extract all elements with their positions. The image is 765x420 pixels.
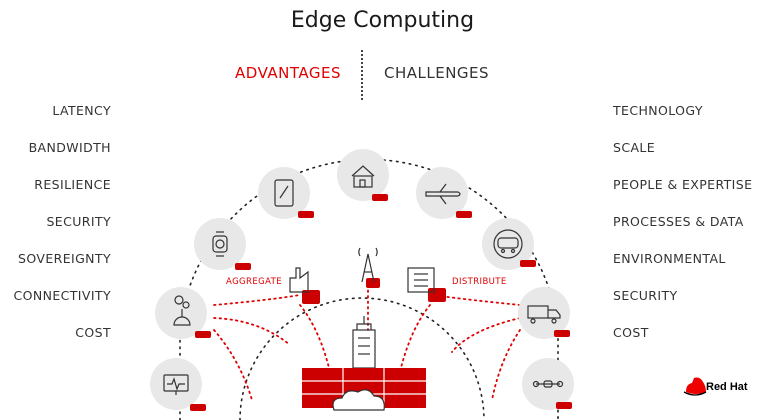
- circle-truck: [518, 287, 570, 339]
- page-title: Edge Computing: [290, 8, 475, 33]
- advantage-item: LATENCY: [52, 103, 111, 118]
- challenge-item: ENVIRONMENTAL: [613, 251, 726, 266]
- advantage-item: COST: [75, 325, 111, 340]
- tablet-icon: [274, 179, 294, 207]
- aggregate-flow: [213, 294, 331, 401]
- challenge-item: TECHNOLOGY: [613, 103, 703, 118]
- server-chip: [190, 404, 206, 411]
- advantage-item: SOVEREIGNTY: [18, 251, 111, 266]
- advantage-item: SECURITY: [46, 214, 111, 229]
- challenge-item: PEOPLE & EXPERTISE: [613, 177, 753, 192]
- challenge-item: COST: [613, 325, 649, 340]
- building-icon: [407, 267, 435, 293]
- train-icon: [493, 229, 523, 259]
- distribute-flow: [399, 295, 521, 401]
- server-chip: [195, 331, 211, 338]
- server-chip: [302, 290, 320, 304]
- challenges-list: TECHNOLOGY SCALE PEOPLE & EXPERTISE PROC…: [613, 104, 752, 363]
- server-chip: [556, 402, 572, 409]
- watch-icon: [212, 231, 228, 257]
- challenge-item: SCALE: [613, 140, 656, 155]
- server-chip: [372, 194, 388, 201]
- advantage-item: CONNECTIVITY: [13, 288, 111, 303]
- red-hat-logo-icon: [683, 377, 707, 396]
- aggregate-label: AGGREGATE: [226, 277, 283, 287]
- truck-icon: [527, 305, 561, 324]
- datacenter-tower-icon: [352, 316, 376, 369]
- distribute-label: DISTRIBUTE: [452, 277, 507, 287]
- server-chip: [235, 263, 251, 270]
- gears-icon: [173, 295, 191, 326]
- cloud-icon: [332, 389, 385, 411]
- challenges-header: CHALLENGES: [384, 64, 490, 82]
- challenge-item: SECURITY: [613, 288, 678, 303]
- circle-house: [337, 149, 389, 201]
- header-divider: [361, 50, 363, 100]
- circle-watch: [194, 218, 246, 270]
- challenge-item: PROCESSES & DATA: [613, 214, 744, 229]
- server-chip: [298, 211, 314, 218]
- circle-plane: [416, 167, 468, 219]
- cell-tower-icon: [358, 247, 378, 283]
- server-chip: [520, 260, 536, 267]
- advantage-item: BANDWIDTH: [28, 140, 111, 155]
- ecg-monitor-icon: [163, 374, 189, 395]
- advantages-header: ADVANTAGES: [235, 64, 341, 82]
- factory-icon: [289, 267, 309, 293]
- drone-icon: [532, 380, 564, 388]
- inner-arc: [239, 297, 485, 420]
- airplane-icon: [425, 183, 461, 205]
- advantage-item: RESILIENCE: [34, 177, 111, 192]
- advantages-list: LATENCY BANDWIDTH RESILIENCE SECURITY SO…: [13, 104, 111, 363]
- server-chip: [456, 211, 472, 218]
- server-chip: [428, 288, 446, 302]
- house-icon: [351, 165, 375, 188]
- circle-gears: [155, 287, 207, 339]
- server-chip: [554, 330, 570, 337]
- server-chip: [366, 278, 380, 288]
- circle-train: [482, 218, 534, 270]
- brand-name: Red Hat: [706, 381, 748, 393]
